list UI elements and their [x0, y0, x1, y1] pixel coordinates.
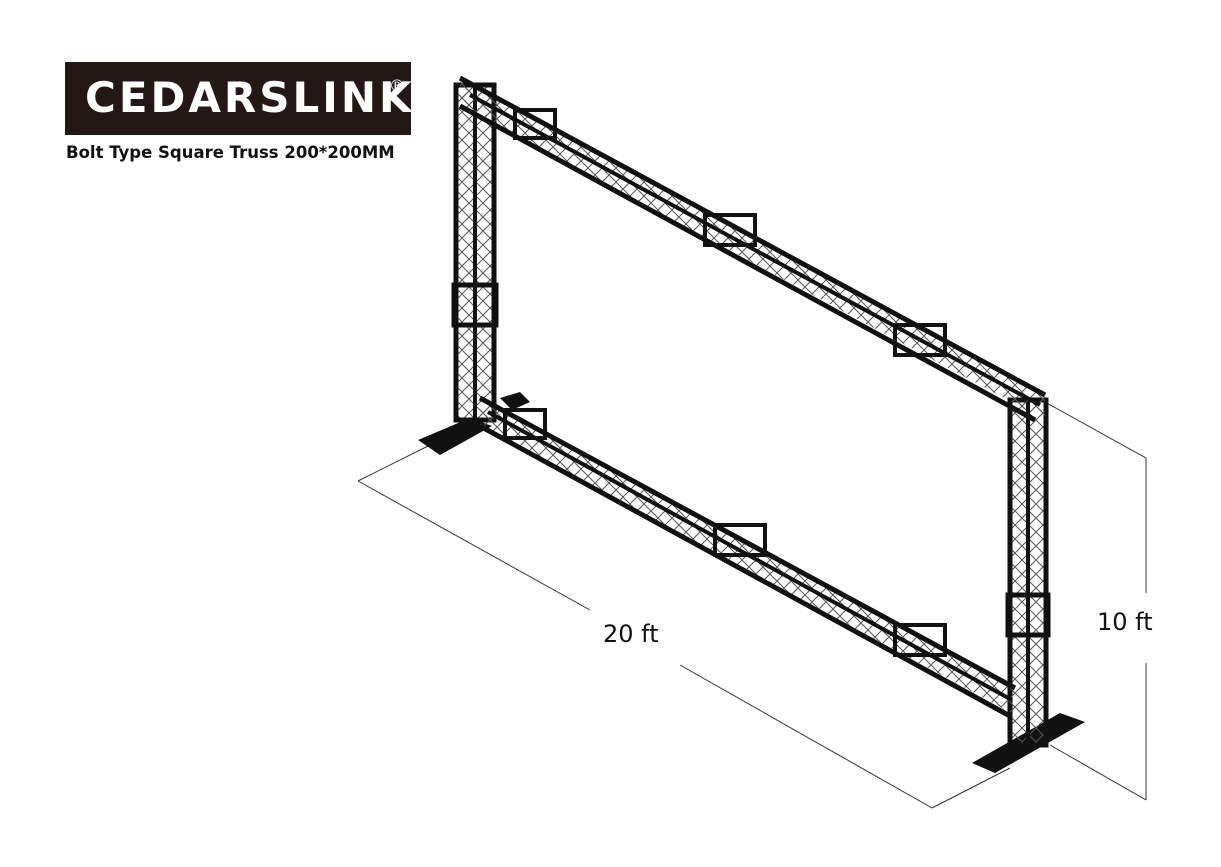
product-caption: Bolt Type Square Truss 200*200MM — [66, 143, 395, 162]
top-beam — [458, 75, 1047, 423]
brand-logo: CEDARSLINK ® — [65, 62, 412, 135]
bottom-beam — [478, 395, 1017, 719]
dimension-lines — [357, 401, 1147, 809]
height-dimension-label: 10 ft — [1097, 608, 1153, 636]
width-dimension-label: 20 ft — [603, 620, 659, 648]
brand-name: CEDARSLINK — [85, 73, 415, 122]
left-post — [451, 82, 499, 423]
registered-mark: ® — [389, 76, 405, 95]
